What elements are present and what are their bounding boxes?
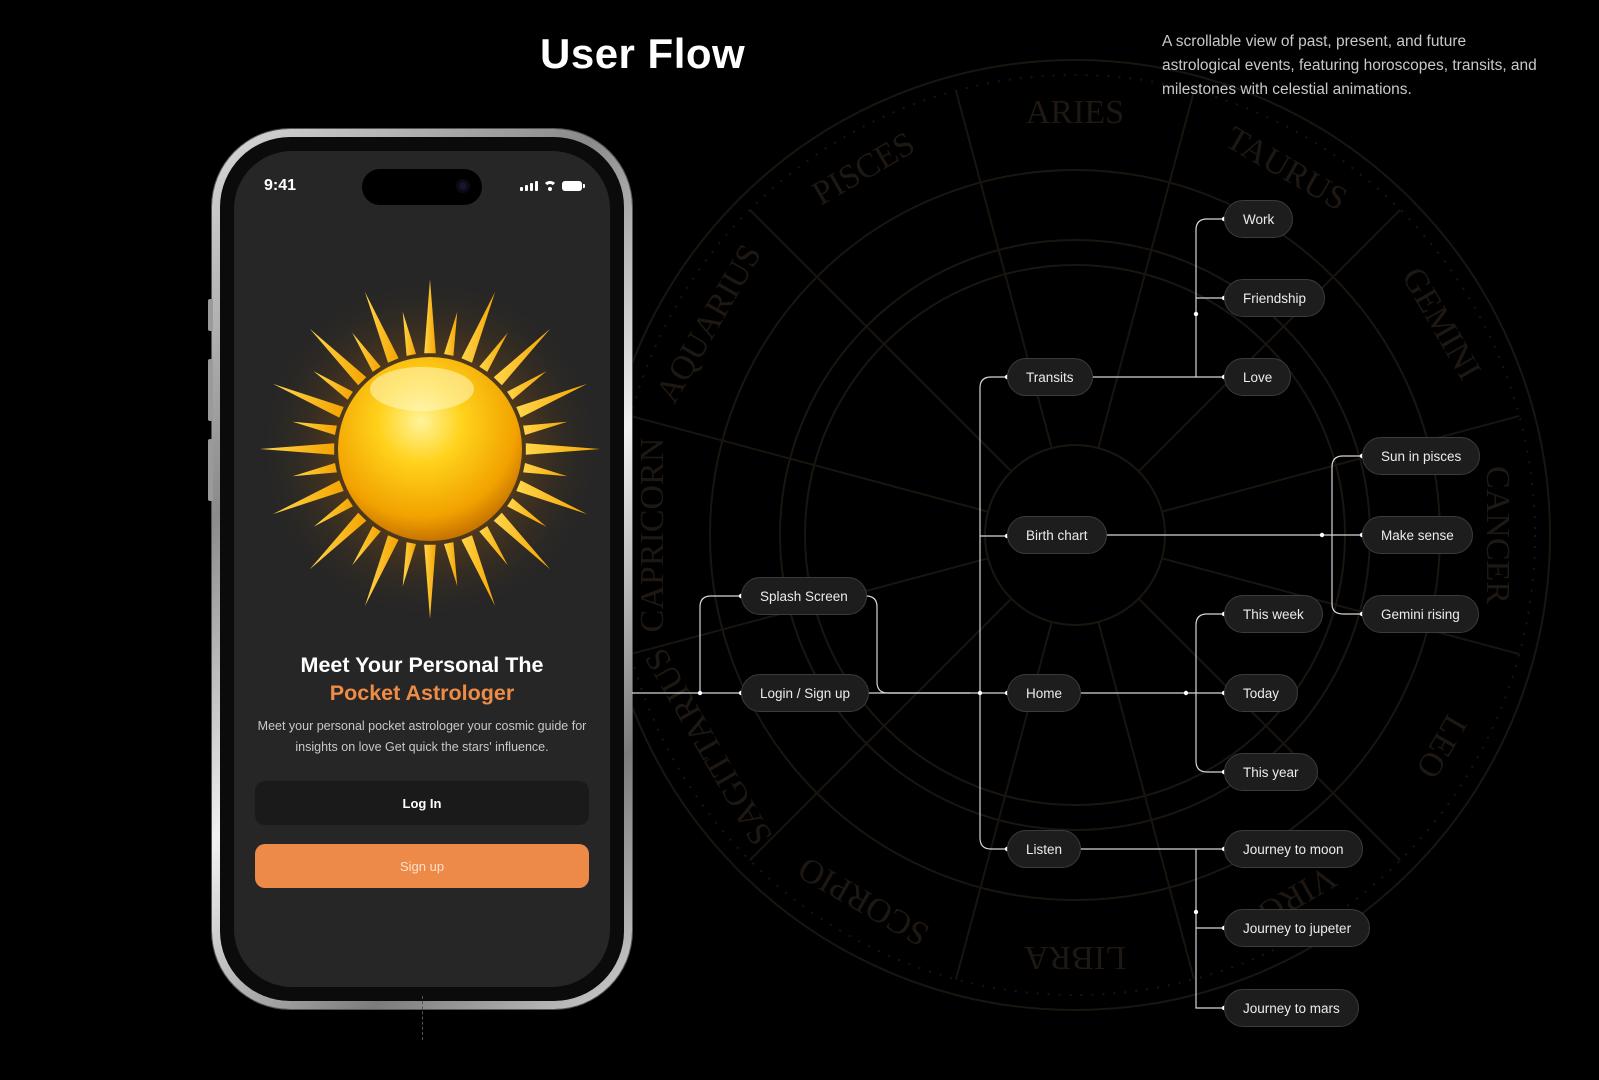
sun-ray — [493, 512, 551, 570]
status-bar-icons — [520, 181, 585, 191]
phone-reflection-line — [422, 996, 423, 1040]
sun-ray — [516, 480, 588, 515]
zodiac-sign-label: LEO — [1408, 708, 1473, 784]
flow-node-today[interactable]: Today — [1224, 674, 1299, 712]
cellular-signal-icon — [520, 181, 538, 191]
phone-side-button — [208, 299, 213, 331]
zodiac-sign-label: CANCER — [1479, 466, 1516, 604]
zodiac-spoke — [1137, 597, 1401, 861]
zodiac-sign-label: CAPRICORN — [634, 438, 671, 633]
headline-line-2: Pocket Astrologer — [329, 681, 515, 705]
sun-ray — [461, 291, 496, 363]
zodiac-sign-label: ARIES — [1026, 94, 1124, 131]
sun-ray — [516, 383, 588, 418]
zodiac-spoke — [630, 414, 989, 513]
sun-ray — [479, 526, 508, 566]
sun-ray — [352, 526, 381, 566]
flow-node-sun-in-pisces[interactable]: Sun in pisces — [1362, 437, 1481, 475]
phone-bezel: 9:41 — [220, 137, 624, 1001]
flow-node-this-week[interactable]: This week — [1224, 595, 1323, 633]
flow-node-journey-to-moon[interactable]: Journey to moon — [1224, 830, 1363, 868]
phone-mockup: 9:41 — [208, 129, 632, 1009]
sun-ray — [272, 383, 344, 418]
flow-node-journey-to-mars[interactable]: Journey to mars — [1224, 989, 1359, 1027]
sun-ray — [292, 421, 337, 435]
sun-ray — [444, 311, 458, 356]
sun-ray — [523, 463, 568, 477]
dynamic-island — [362, 169, 482, 205]
sun-ray — [444, 542, 458, 587]
onboarding-body-text: Meet your personal pocket astrologer you… — [257, 719, 587, 754]
zodiac-spoke — [749, 597, 1013, 861]
phone-volume-down-button — [208, 439, 213, 501]
sun-ray — [507, 498, 547, 527]
zodiac-sign-label: GEMINI — [1394, 261, 1487, 386]
zodiac-spoke — [1137, 209, 1401, 473]
battery-icon — [562, 181, 585, 191]
sun-ray — [272, 480, 344, 515]
sun-ray — [352, 332, 381, 372]
zodiac-sign-label: SCORPIO — [792, 849, 935, 953]
sun-ray — [507, 371, 547, 400]
sun-ray — [313, 498, 353, 527]
flow-node-make-sense[interactable]: Make sense — [1362, 516, 1473, 554]
flow-node-listen[interactable]: Listen — [1007, 830, 1082, 868]
sun-ray — [309, 512, 367, 570]
camera-icon — [456, 179, 470, 193]
zodiac-sign-label: AQUARIUS — [649, 238, 769, 409]
sun-ray — [260, 443, 335, 455]
flow-description: A scrollable view of past, present, and … — [1162, 33, 1537, 98]
sun-ray — [309, 328, 367, 386]
phone-volume-up-button — [208, 359, 213, 421]
flow-node-this-year[interactable]: This year — [1224, 753, 1318, 791]
sun-ray — [292, 463, 337, 477]
sun-ray — [364, 535, 399, 607]
flow-node-home[interactable]: Home — [1007, 674, 1082, 712]
sun-ray — [424, 279, 436, 354]
login-button[interactable]: Log In — [255, 781, 589, 825]
headline-line-1: Meet Your Personal The — [300, 653, 544, 677]
flow-node-transits[interactable]: Transits — [1007, 358, 1093, 396]
zodiac-sign-label: PISCES — [806, 125, 921, 213]
flow-node-login-signup[interactable]: Login / Sign up — [741, 674, 870, 712]
sun-ray — [493, 328, 551, 386]
sun-ray — [364, 291, 399, 363]
flow-node-love[interactable]: Love — [1224, 358, 1292, 396]
sun-illustration — [252, 271, 608, 627]
status-bar-time: 9:41 — [264, 177, 297, 194]
sun-ray — [424, 544, 436, 619]
flow-node-journey-to-jupeter[interactable]: Journey to jupeter — [1224, 909, 1371, 947]
zodiac-spoke — [1097, 621, 1196, 980]
flow-node-work[interactable]: Work — [1224, 200, 1294, 238]
flow-node-gemini-rising[interactable]: Gemini rising — [1362, 595, 1479, 633]
sun-ray — [313, 371, 353, 400]
onboarding-headline: Meet Your Personal The Pocket Astrologer — [234, 651, 610, 707]
zodiac-spoke — [1097, 90, 1196, 449]
wifi-icon — [543, 181, 557, 191]
sun-ray — [523, 421, 568, 435]
sun-ray — [525, 443, 600, 455]
flow-node-friendship[interactable]: Friendship — [1224, 279, 1326, 317]
sun-ray — [402, 311, 416, 356]
sun-ray — [402, 542, 416, 587]
flow-node-splash-screen[interactable]: Splash Screen — [741, 577, 867, 615]
sun-ray — [461, 535, 496, 607]
zodiac-sign-label: LIBRA — [1024, 939, 1126, 976]
flow-node-birth-chart[interactable]: Birth chart — [1007, 516, 1107, 554]
phone-screen: 9:41 — [234, 151, 610, 987]
signup-button[interactable]: Sign up — [255, 844, 589, 888]
page-title: User Flow — [540, 30, 746, 77]
sun-ray — [479, 332, 508, 372]
zodiac-spoke — [749, 209, 1013, 473]
